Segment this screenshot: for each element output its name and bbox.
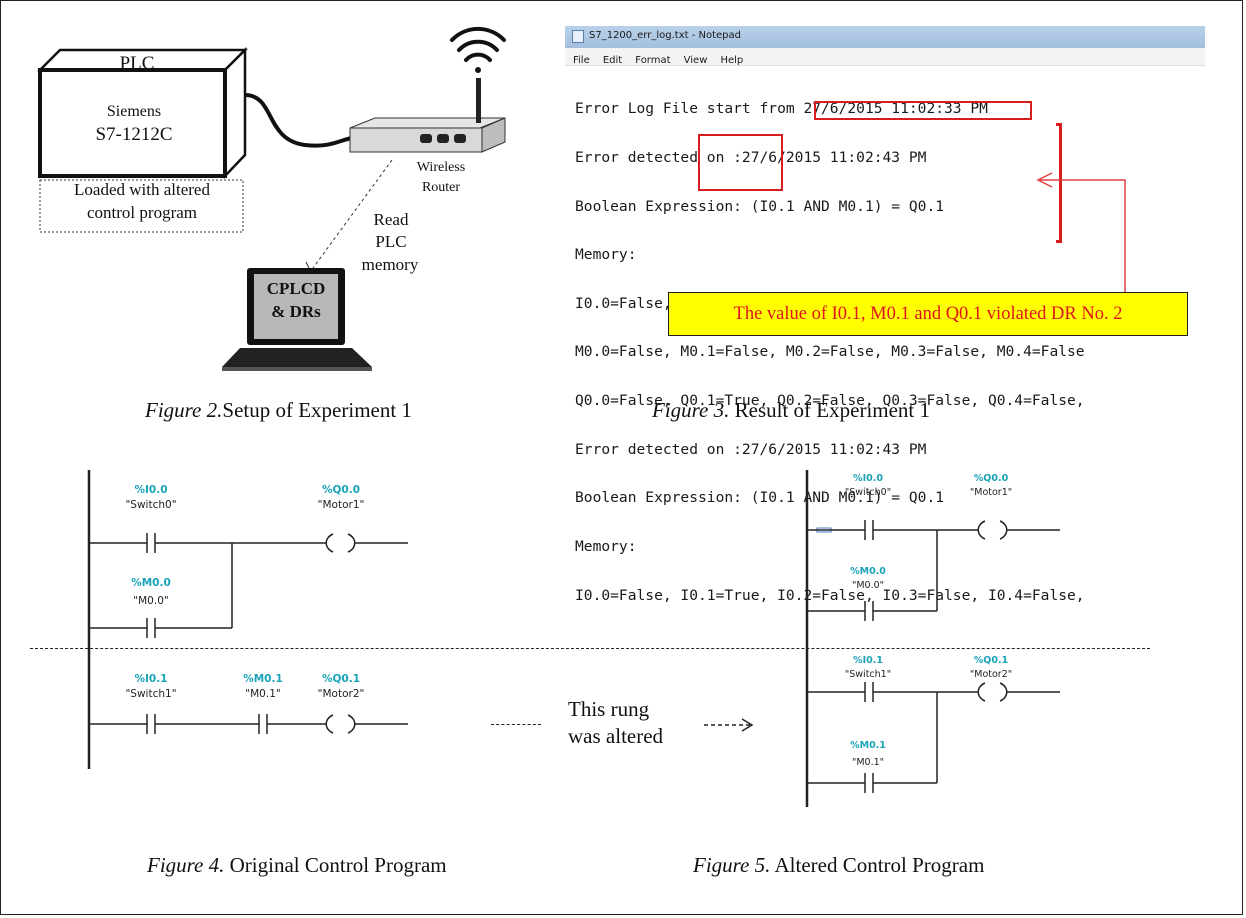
figure2-setup-diagram [36, 26, 506, 371]
altered-arrow-right [704, 718, 754, 732]
f5-r2-parallel-addr: %M0.1 [850, 740, 886, 751]
f4-r2-contact1-addr: %I0.1 [134, 673, 168, 685]
f5-r1-coil-addr: %Q0.0 [973, 473, 1009, 484]
menu-view[interactable]: View [683, 55, 708, 66]
f5-r1-parallel-name: "M0.0" [851, 580, 885, 591]
plc-box [36, 46, 249, 180]
f4-r2-coil-name: "Motor2" [317, 688, 365, 700]
altered-note-line1: This rung [568, 697, 650, 721]
highlight-bracket [1056, 123, 1062, 243]
highlight-values-column [698, 134, 783, 191]
log-line: Memory: [575, 246, 637, 264]
plc-note-line2: control program [87, 203, 197, 222]
log-line: Q0.0=False, Q0.1=True, Q0.2=False, Q0.3=… [575, 392, 1085, 410]
annotation-connector [1036, 172, 1126, 295]
laptop-line1: CPLCD [266, 279, 326, 298]
f4-r1-contact-name: "Switch0" [125, 499, 177, 511]
figure2-caption: Figure 2.Setup of Experiment 1 [145, 398, 412, 423]
menu-format[interactable]: Format [635, 55, 671, 66]
figure2-caption-text: Setup of Experiment 1 [222, 398, 412, 422]
f4-r2-contact1-name: "Switch1" [125, 688, 177, 700]
log-line: M0.0=False, M0.1=False, M0.2=False, M0.3… [575, 343, 1085, 361]
laptop-line2: & DRs [271, 302, 321, 321]
f5-r2-parallel-name: "M0.1" [851, 757, 885, 768]
f4-r2-contact2-addr: %M0.1 [243, 673, 283, 685]
plc-title: PLC [119, 53, 155, 74]
figure4-caption-text: Original Control Program [229, 853, 447, 877]
f5-r2-coil-addr: %Q0.1 [973, 655, 1009, 666]
menu-edit[interactable]: Edit [602, 55, 623, 66]
figure5-caption-label: Figure 5. [693, 853, 771, 877]
f4-r1-coil-addr: %Q0.0 [321, 484, 361, 496]
plc-model-line2: S7-1212C [95, 124, 173, 145]
plc-note-box [39, 179, 244, 233]
log-line: Error Log File start from 27/6/2015 11:0… [575, 100, 988, 118]
f5-r1-coil-name: "Motor1" [969, 487, 1013, 498]
f4-r1-coil-name: "Motor1" [317, 499, 365, 511]
figure4-caption-label: Figure 4. [147, 853, 225, 877]
f5-r2-contact-addr: %I0.1 [853, 655, 883, 666]
figure5-caption: Figure 5. Altered Control Program [693, 853, 984, 878]
log-line: Boolean Expression: (I0.1 AND M0.1) = Q0… [575, 489, 945, 507]
wifi-icon [450, 26, 506, 73]
ethernet-cable [244, 93, 353, 148]
laptop-icon [222, 268, 372, 371]
log-line: Error detected on :27/6/2015 11:02:43 PM [575, 149, 927, 167]
read-arrow [312, 159, 393, 269]
violation-annotation: The value of I0.1, M0.1 and Q0.1 violate… [668, 292, 1188, 336]
notepad-window: S7_1200_err_log.txt - Notepad File Edit … [565, 26, 1205, 603]
f5-r2-contact-name: "Switch1" [844, 669, 892, 680]
highlight-boolean-expression [814, 101, 1032, 120]
figure2-caption-label: Figure 2. [145, 398, 223, 422]
f5-r1-parallel-addr: %M0.0 [850, 566, 886, 577]
figure5-caption-text: Altered Control Program [774, 853, 985, 877]
read-line2: PLC [375, 232, 407, 251]
router-line2: Router [421, 180, 461, 195]
f5-r2-coil-name: "Motor2" [969, 669, 1013, 680]
read-line3: memory [361, 255, 419, 274]
notepad-titlebar: S7_1200_err_log.txt - Notepad [565, 26, 1205, 48]
log-line: I0.0=False, I0.1=True, I0.2=False, I0.3=… [575, 586, 1085, 604]
altered-note-line2: was altered [568, 724, 664, 748]
f5-r1-contact-name: "Switch0" [844, 487, 892, 498]
f4-r2-contact2-name: "M0.1" [245, 688, 281, 700]
notepad-app-icon [572, 30, 584, 43]
figure3-caption-label: Figure 3. [652, 398, 730, 422]
rung-separator [30, 648, 1150, 649]
f4-r2-coil-addr: %Q0.1 [321, 673, 361, 685]
log-line: Error detected on :27/6/2015 11:02:43 PM [575, 440, 927, 458]
log-line: Memory: [575, 537, 637, 555]
figure5-ladder [805, 470, 1060, 807]
menu-help[interactable]: Help [720, 55, 744, 66]
router-line1: Wireless [416, 160, 466, 175]
log-line: Boolean Expression: (I0.1 AND M0.1) = Q0… [575, 197, 945, 215]
notepad-menubar: File Edit Format View Help [565, 48, 1205, 66]
plc-model-line1: Siemens [106, 103, 162, 120]
figure3-caption-text: Result of Experiment 1 [734, 398, 931, 422]
f4-r1-parallel-name: "M0.0" [133, 595, 169, 607]
f4-r1-contact-addr: %I0.0 [134, 484, 168, 496]
f4-r1-parallel-addr: %M0.0 [131, 577, 171, 589]
f5-r1-contact-addr: %I0.0 [853, 473, 883, 484]
figure3-caption: Figure 3. Result of Experiment 1 [652, 398, 930, 423]
figure4-ladder [87, 470, 408, 769]
read-line1: Read [373, 210, 409, 229]
menu-file[interactable]: File [573, 55, 590, 66]
figure4-caption: Figure 4. Original Control Program [147, 853, 447, 878]
notepad-title: S7_1200_err_log.txt - Notepad [589, 30, 742, 41]
plc-note-line1: Loaded with altered [74, 180, 210, 199]
router-icon [349, 78, 506, 153]
altered-dash-left [491, 724, 541, 725]
